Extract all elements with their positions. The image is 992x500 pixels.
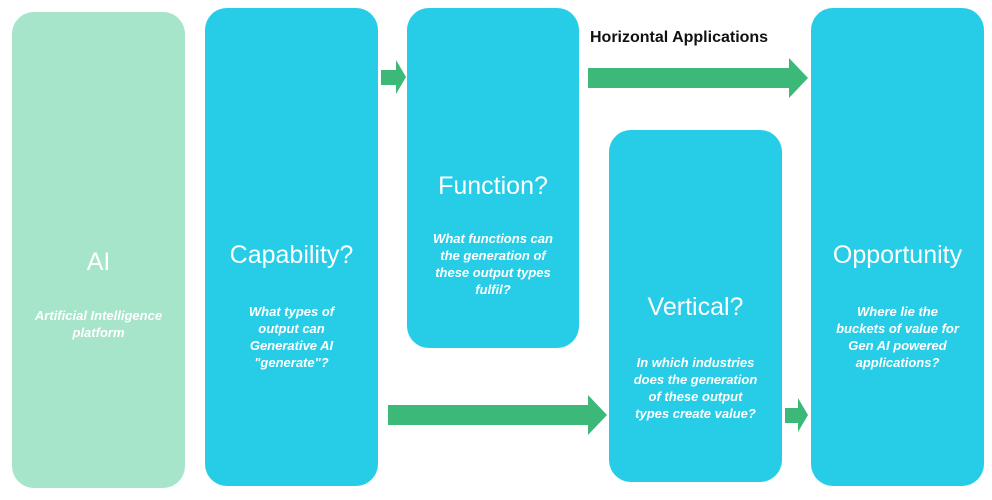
vertical-description-line: does the generation	[633, 372, 758, 387]
vertical-box: Vertical? In which industries does the g…	[609, 130, 782, 482]
function-description-line: these output types	[435, 265, 551, 280]
ai-description: Artificial Intelligence platform	[22, 307, 175, 341]
arrow-vertical-to-opportunity	[785, 398, 808, 432]
capability-box: Capability? What types of output can Gen…	[205, 8, 378, 486]
vertical-description-line: In which industries	[636, 355, 755, 370]
capability-description: What types of output can Generative AI "…	[235, 303, 348, 371]
opportunity-description: Where lie the buckets of value for Gen A…	[827, 303, 968, 371]
ai-description-line: Artificial Intelligence	[34, 308, 163, 323]
function-description-line: fulfil?	[475, 282, 511, 297]
function-title: Function?	[438, 172, 548, 200]
vertical-description-line: types create value?	[635, 406, 756, 421]
opportunity-description-line: Where lie the	[857, 304, 938, 319]
ai-description-line: platform	[72, 325, 125, 340]
function-description-line: the generation of	[440, 248, 546, 263]
ai-box: AI Artificial Intelligence platform	[12, 12, 185, 488]
function-box: Function? What functions can the generat…	[407, 8, 579, 348]
arrow-capability-to-function	[381, 60, 406, 94]
opportunity-description-line: Gen AI powered	[848, 338, 947, 353]
function-description-line: What functions can	[433, 231, 553, 246]
ai-title: AI	[86, 248, 111, 276]
horizontal-applications-label: Horizontal Applications	[590, 29, 769, 46]
arrow-capability-to-vertical	[388, 395, 607, 435]
vertical-description: In which industries does the generation …	[623, 354, 768, 422]
capability-title: Capability?	[229, 241, 354, 269]
capability-description-line: output can	[258, 321, 325, 336]
arrow-horizontal-applications	[588, 58, 808, 98]
function-description: What functions can the generation of the…	[423, 230, 563, 298]
opportunity-description-line: applications?	[855, 355, 940, 370]
vertical-title: Vertical?	[647, 293, 744, 321]
opportunity-title: Opportunity	[832, 241, 963, 269]
capability-description-line: What types of	[248, 304, 335, 319]
capability-description-line: Generative AI	[249, 338, 334, 353]
vertical-description-line: of these output	[648, 389, 743, 404]
capability-description-line: "generate"?	[254, 355, 329, 370]
opportunity-box: Opportunity Where lie the buckets of val…	[811, 8, 984, 486]
opportunity-description-line: buckets of value for	[836, 321, 959, 336]
